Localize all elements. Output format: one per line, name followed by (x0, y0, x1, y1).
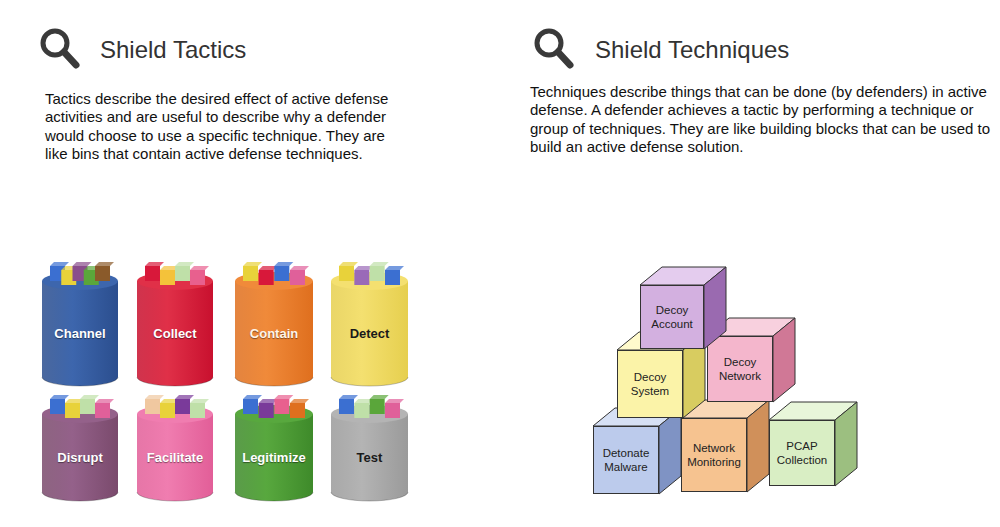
cube-faces (707, 336, 773, 402)
technique-name: Network Monitoring (685, 441, 743, 470)
tactic-name: Disrupt (57, 450, 103, 465)
section-heading: Shield Techniques (595, 36, 975, 65)
technique-name: Decoy System (621, 370, 679, 399)
tactic-bin: Test (331, 405, 408, 501)
tactic-name: Facilitate (147, 450, 203, 465)
technique-block: PCAP Collection (769, 420, 835, 486)
technique-name: Decoy Account (644, 303, 700, 332)
tactic-name: Collect (153, 326, 196, 341)
technique-block: Detonate Malware (593, 426, 659, 494)
technique-block: Network Monitoring (681, 418, 747, 492)
description-text: Tactics describe the desired effect of a… (45, 90, 395, 163)
tactic-bin: Legitimize (235, 405, 313, 501)
tactic-bin: Detect (331, 272, 408, 386)
tactic-bin: Channel (42, 272, 118, 386)
technique-block: Decoy Network (707, 336, 773, 402)
tactic-bin: Facilitate (137, 405, 213, 501)
technique-block: Decoy Account (640, 285, 704, 349)
tactic-bin: Collect (137, 272, 213, 386)
tactic-name: Channel (54, 326, 105, 341)
cube-faces (617, 350, 683, 418)
tactic-name: Legitimize (242, 450, 306, 465)
cube-faces (640, 285, 704, 349)
description-text: Techniques describe things that can be d… (530, 83, 992, 156)
technique-name: Decoy Network (711, 355, 769, 384)
technique-block: Decoy System (617, 350, 683, 418)
cube-faces (681, 418, 747, 492)
section-heading: Shield Tactics (100, 36, 400, 65)
tactic-name: Detect (350, 326, 390, 341)
cube-faces (593, 426, 659, 494)
technique-name: Detonate Malware (597, 446, 655, 475)
technique-name: PCAP Collection (773, 439, 831, 468)
tactic-name: Contain (250, 326, 298, 341)
tactic-bin: Disrupt (42, 405, 118, 501)
magnifier-icon (38, 26, 82, 72)
tactic-bin: Contain (235, 272, 313, 386)
cube-faces (769, 420, 835, 486)
tactic-name: Test (357, 450, 383, 465)
magnifier-icon (532, 26, 576, 72)
